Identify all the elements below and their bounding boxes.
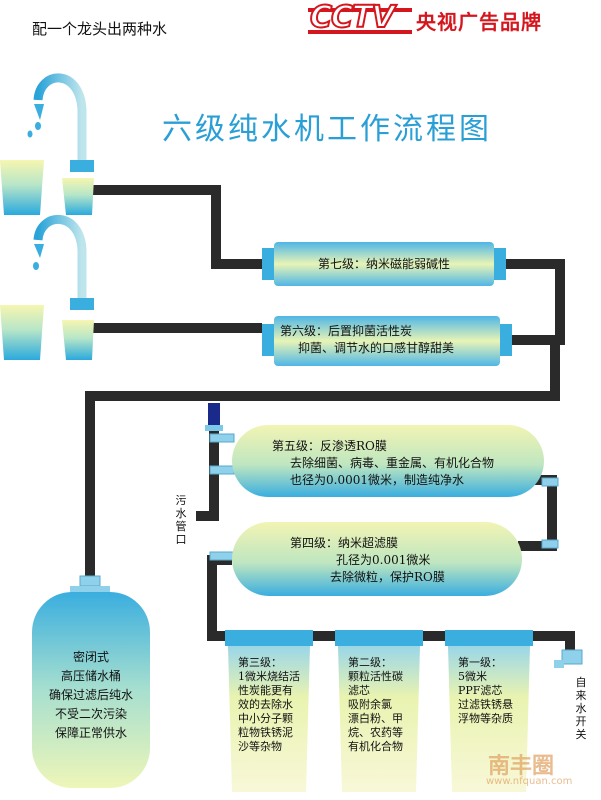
connectors <box>209 433 559 561</box>
cartridge-stage1 <box>445 630 533 792</box>
stage6-desc: 抑菌、调节水的口感甘醇甜美 <box>298 341 455 355</box>
upper-faucet-icon <box>27 73 94 172</box>
upper-cup-left <box>0 160 44 215</box>
blue-pipe <box>208 403 220 425</box>
cctv-logo: CCTV <box>309 0 396 36</box>
stage3-text: 第三级： 1微米烧结活 性炭能更有 效的去除水 中小分子颗 粒物铁锈泥 沙等杂物 <box>238 656 300 753</box>
stage4-label: 第四级：纳米超滤膜 <box>290 536 399 550</box>
slogan: 配一个龙头出两种水 <box>32 20 168 38</box>
cartridge-stage3 <box>225 630 313 792</box>
watermark-url: www.nfquan.com <box>486 776 573 787</box>
stage5-desc1: 去除细菌、病毒、重金属、有机化合物 <box>290 456 495 470</box>
brand-text: 央视广告品牌 <box>416 10 542 34</box>
stage7-filter-body <box>262 242 506 286</box>
stage5-membrane-body <box>232 425 544 497</box>
stage5-desc2: 也径为0.0001微米，制造纯净水 <box>290 473 464 487</box>
watermark-name: 南丰圈 <box>488 754 555 779</box>
lower-cup-right <box>62 320 94 360</box>
stage7-label: 第七级：纳米磁能弱碱性 <box>318 257 451 271</box>
lower-cup-left <box>0 305 44 360</box>
upper-cup-right <box>62 178 94 215</box>
storage-tank <box>32 575 150 788</box>
stage4-membrane-body <box>232 522 522 596</box>
tap-water-label: 自来水开关 <box>575 676 587 741</box>
lower-faucet-icon <box>33 214 94 310</box>
tank-text: 密闭式 高压储水桶 确保过滤后纯水 不受二次污染 保障正常供水 <box>48 650 133 740</box>
waste-outlet-label: 污水管口 <box>175 494 187 546</box>
page-title: 六级纯水机工作流程图 <box>162 112 492 147</box>
stage6-label: 第六级：后置抑菌活性炭 <box>280 324 413 338</box>
stage6-filter-body <box>262 316 512 366</box>
cctv-logo-icon <box>308 8 412 34</box>
tap-water-valve-icon <box>554 649 583 668</box>
stage1-text: 第一级： 5微米 PPF滤芯 过滤铁锈悬 浮物等杂质 <box>458 656 513 725</box>
stage2-text: 第二级： 颗粒活性碳 滤芯 吸附余氯 漂白粉、甲 烷、农药等 有机化合物 <box>348 656 403 753</box>
stage5-label: 第五级：反渗透RO膜 <box>272 439 387 453</box>
stage4-desc2: 去除微粒，保护RO膜 <box>330 570 445 584</box>
stage4-desc1: 孔径为0.001微米 <box>336 553 431 567</box>
cartridge-stage2 <box>335 630 423 792</box>
